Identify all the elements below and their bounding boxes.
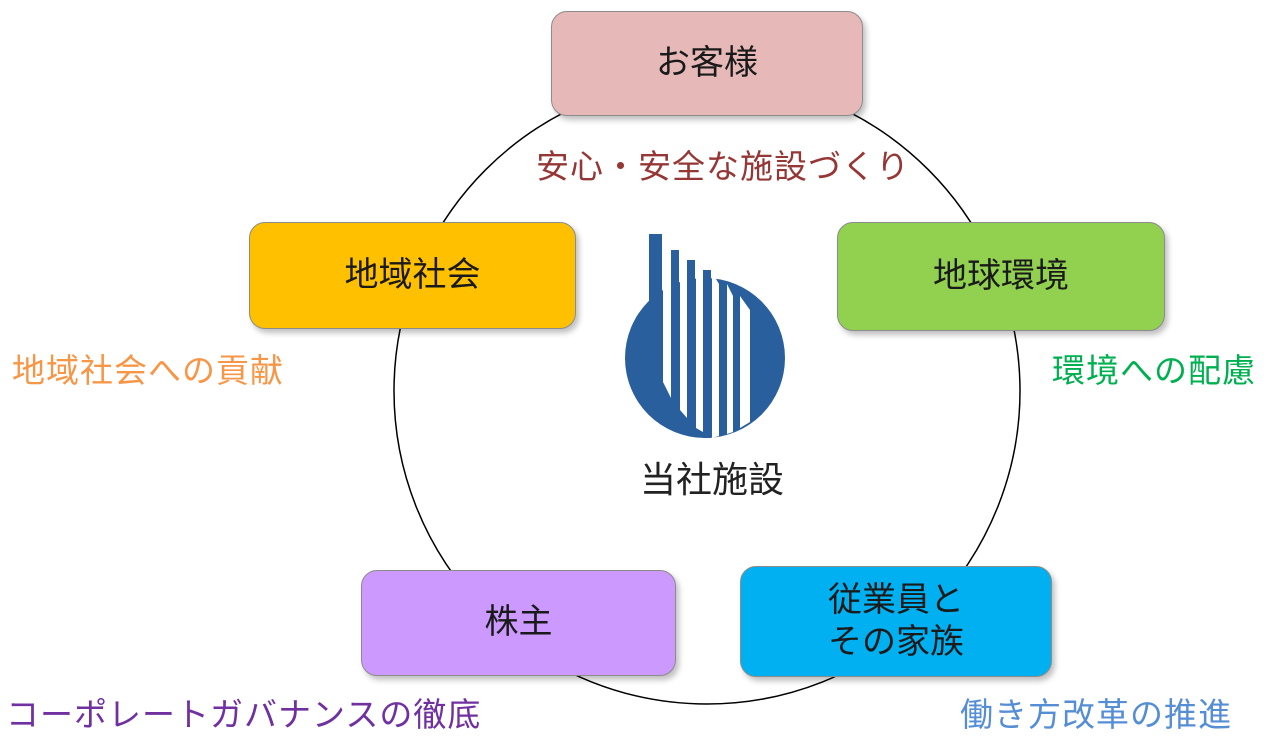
stakeholder-box-community: 地域社会 [249,222,576,329]
stakeholder-label: 地球環境 [933,255,1069,296]
stakeholder-label: お客様 [656,42,758,83]
stakeholder-label-line-2: その家族 [828,621,964,662]
stakeholder-box-employees: 従業員と その家族 [740,566,1052,677]
stakeholder-box-global-env: 地球環境 [837,222,1165,331]
caption-global-env: 環境への配慮 [1052,351,1256,390]
center-facility-label: 当社施設 [639,460,784,501]
stakeholder-label: 地域社会 [344,254,481,295]
stakeholder-label: 株主 [484,602,553,643]
stakeholder-label-line-1: 従業員と [828,580,964,621]
stakeholder-box-customers: お客様 [551,11,863,116]
caption-customers: 安心・安全な施設づくり [536,147,910,186]
caption-employees: 働き方改革の推進 [960,695,1232,734]
stakeholder-box-shareholders: 株主 [361,570,676,676]
company-droplet-logo-icon [625,232,785,438]
caption-shareholders: コーポレートガバナンスの徹底 [6,695,482,734]
caption-community: 地域社会への貢献 [12,351,284,390]
